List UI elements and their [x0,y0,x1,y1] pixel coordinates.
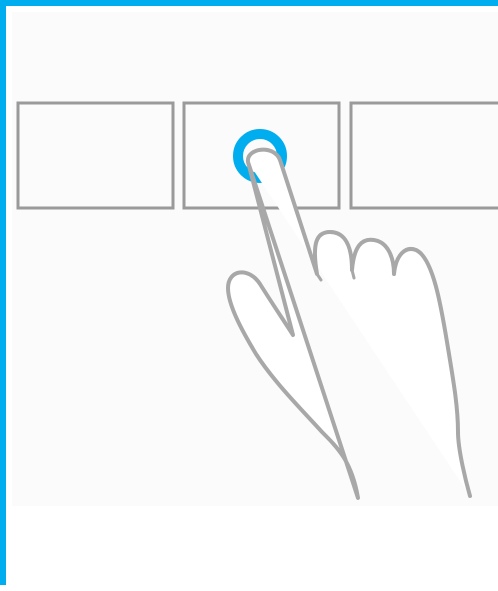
illustration-canvas [12,12,498,591]
tap-gesture-diagram [12,12,498,591]
finger-crease [352,270,354,278]
